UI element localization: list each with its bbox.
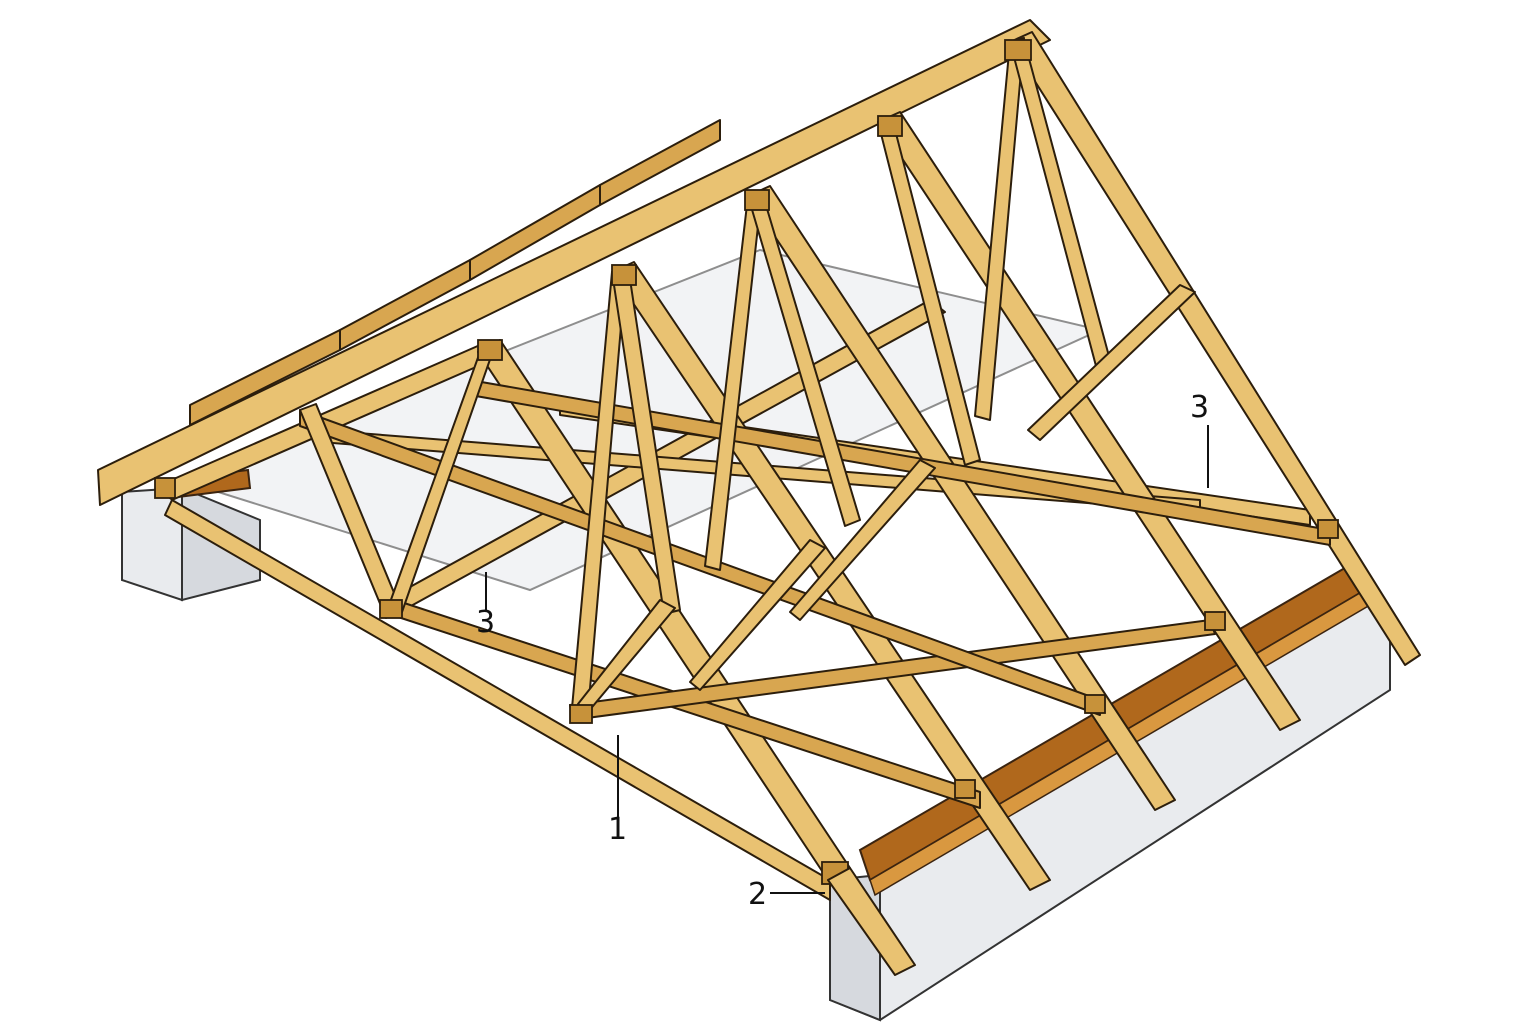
callout-2: 2 xyxy=(748,877,768,912)
truss-tie-beams xyxy=(299,379,1331,809)
truss-struts xyxy=(299,37,1196,713)
front-gable-rafter xyxy=(827,867,916,976)
ridge-boards xyxy=(97,19,1051,506)
callout-3-left: 3 xyxy=(476,605,496,640)
callout-leaders xyxy=(485,425,1209,894)
callout-3-right: 3 xyxy=(1190,390,1210,425)
joint-blocks xyxy=(154,39,1339,885)
callout-1: 1 xyxy=(608,812,628,847)
